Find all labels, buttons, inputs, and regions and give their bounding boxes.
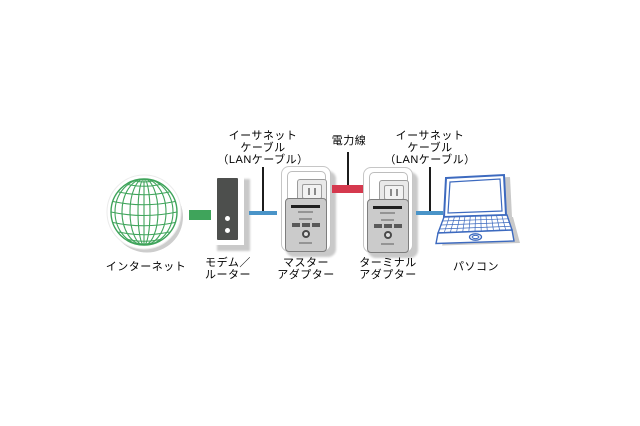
plug-prong — [308, 188, 310, 195]
adapter-text — [299, 242, 312, 244]
ethernet-label-line3: （LANケーブル） — [384, 154, 476, 166]
plug-prong — [396, 189, 398, 196]
status-indicators — [286, 223, 326, 227]
adapter-text — [381, 219, 394, 221]
indicator — [374, 224, 382, 228]
ethernet-label-line2: ケーブル — [240, 142, 286, 154]
globe-icon — [106, 174, 183, 253]
terminal-adapter-icon — [363, 167, 413, 253]
master-adapter-label: マスター アダプター — [246, 257, 366, 281]
indicator — [394, 224, 402, 228]
powerline-pointer-line — [347, 152, 349, 186]
adapter-button — [302, 230, 310, 238]
brand-logo — [373, 206, 402, 209]
master-label-line1: マスター — [283, 257, 329, 269]
ethernet-cable-label-1: イーサネット ケーブル （LANケーブル） — [203, 130, 323, 166]
adapter-button — [384, 231, 392, 239]
plug-prong — [314, 188, 316, 195]
modem-led — [225, 228, 230, 233]
powerline-connector — [332, 185, 364, 193]
brand-logo — [291, 205, 320, 208]
powerline-label: 電力線 — [331, 135, 367, 147]
adapter-body — [367, 199, 409, 253]
master-adapter-icon — [281, 166, 331, 252]
indicator — [384, 224, 392, 228]
ethernet-cable-label-2: イーサネット ケーブル （LANケーブル） — [370, 130, 490, 166]
terminal-adapter-label: ターミナル アダプター — [328, 257, 448, 281]
power-plug-inner — [302, 184, 322, 199]
adapter-text — [298, 211, 313, 213]
adapter-text — [380, 212, 395, 214]
plug-prong — [390, 189, 392, 196]
ethernet-cable-connector-1 — [249, 211, 277, 215]
internet-globe-icon — [106, 174, 186, 261]
modem-label-line2: ルーター — [205, 269, 251, 281]
laptop-icon — [434, 170, 526, 257]
adapter-text — [381, 243, 394, 245]
indicator — [312, 223, 320, 227]
pc-label: パソコン — [453, 261, 499, 273]
terminal-label-line1: ターミナル — [359, 257, 417, 269]
status-indicators — [368, 224, 408, 228]
modem-box — [217, 178, 238, 240]
adapter-body — [285, 198, 327, 252]
terminal-label-line2: アダプター — [359, 269, 417, 281]
indicator — [302, 223, 310, 227]
internet-label: インターネット — [105, 261, 187, 273]
ethernet-label-line2: ケーブル — [407, 142, 453, 154]
power-plug-inner — [384, 185, 404, 200]
modem-router-icon — [211, 173, 244, 245]
ethernet-pointer-line-1 — [262, 167, 264, 212]
modem-router-label: モデム／ ルーター — [168, 257, 288, 281]
ethernet-pointer-line-2 — [429, 167, 431, 212]
ethernet-label-line1: イーサネット — [228, 130, 298, 142]
modem-label-line1: モデム／ — [205, 257, 251, 269]
laptop-icon — [435, 173, 520, 246]
master-label-line2: アダプター — [277, 269, 335, 281]
internet-link-connector — [189, 210, 212, 220]
ethernet-cable-connector-2 — [416, 211, 443, 215]
ethernet-label-line3: （LANケーブル） — [217, 154, 309, 166]
indicator — [292, 223, 300, 227]
adapter-text — [299, 218, 312, 220]
modem-led — [225, 216, 230, 221]
ethernet-label-line1: イーサネット — [395, 130, 465, 142]
